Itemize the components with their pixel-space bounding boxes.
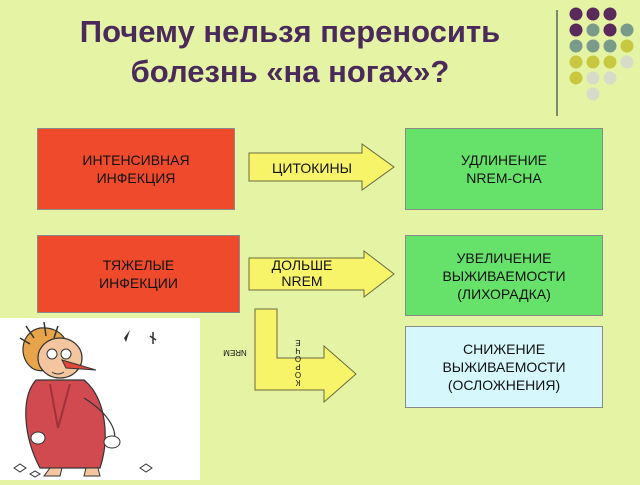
arrow-label-nrem-rotated: NREM (223, 348, 247, 357)
effect-box-decreased-survival: СНИЖЕНИЕ ВЫЖИВАЕМОСТИ (ОСЛОЖНЕНИЯ) (405, 326, 603, 408)
effect-box-increased-survival: УВЕЛИЧЕНИЕ ВЫЖИВАЕМОСТИ (ЛИХОРАДКА) (405, 235, 603, 316)
page-title: Почему нельзя переносить болезнь «на ног… (79, 14, 501, 89)
decorative-dots (569, 7, 634, 101)
sick-person-cartoon (0, 318, 200, 480)
arrow-label-shorter: К О Р О Ч Е (294, 338, 302, 387)
decorative-divider (556, 10, 558, 116)
arrow-longer-nrem (248, 250, 395, 298)
sick-person-icon (13, 321, 157, 478)
arrow-cytokines (248, 143, 395, 191)
arrow-label-cytokines: ЦИТОКИНЫ (272, 160, 352, 176)
effect-box-nrem-lengthening: УДЛИНЕНИЕ NREM-СНА (405, 128, 603, 210)
cause-box-severe-infections: ТЯЖЕЛЫЕ ИНФЕКЦИИ (37, 235, 240, 313)
arrow-label-longer-nrem: ДОЛЬШЕ NREM (271, 257, 333, 289)
cause-box-intensive-infection: ИНТЕНСИВНАЯ ИНФЕКЦИЯ (37, 128, 235, 210)
arrow-shorter-nrem (254, 308, 357, 404)
